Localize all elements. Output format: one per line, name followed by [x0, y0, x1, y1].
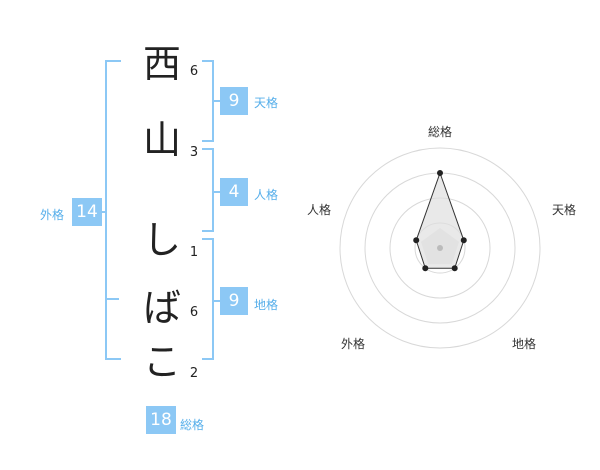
stroke-count-5: 2 — [189, 366, 199, 381]
jinkaku-connector — [214, 191, 220, 193]
radar-value-polygon — [415, 171, 465, 269]
name-char-2: 山 — [142, 118, 181, 162]
radar-point-chikaku — [451, 265, 458, 272]
chikaku-value: 9 — [220, 287, 248, 315]
radar-point-gaikaku — [422, 265, 429, 272]
gaikaku-connector — [100, 211, 107, 213]
jinkaku-bracket — [202, 148, 214, 232]
jinkaku-value: 4 — [220, 178, 248, 206]
name-char-1: 西 — [142, 42, 181, 86]
radar-label-soukaku: 総格 — [428, 125, 453, 139]
radar-points — [413, 170, 467, 272]
name-char-4: ば — [142, 286, 181, 330]
tenkaku-value: 9 — [220, 87, 248, 115]
tenkaku-label: 天格 — [254, 96, 279, 110]
chikaku-label: 地格 — [254, 298, 279, 312]
soukaku-value: 18 — [146, 406, 176, 434]
radar-point-soukaku — [437, 170, 443, 176]
stroke-count-2: 3 — [189, 145, 199, 160]
radar-label-tenkaku: 天格 — [552, 203, 577, 217]
radar-ring-4 — [339, 147, 541, 349]
gaikaku-value: 14 — [72, 198, 102, 226]
gaikaku-label: 外格 — [40, 208, 65, 222]
name-char-3: し — [142, 218, 181, 262]
name-char-5: こ — [142, 340, 181, 384]
stroke-count-3: 1 — [189, 245, 199, 260]
jinkaku-label: 人格 — [254, 188, 279, 202]
tenkaku-connector — [214, 100, 220, 102]
radar-label-gaikaku: 外格 — [341, 337, 366, 351]
radar-center-dot — [437, 245, 443, 251]
radar-point-jinkaku — [413, 237, 420, 244]
soukaku-label: 総格 — [180, 418, 205, 432]
radar-label-chikaku: 地格 — [512, 337, 537, 351]
chikaku-connector — [214, 300, 220, 302]
stroke-count-4: 6 — [189, 305, 199, 320]
gaikaku-bracket-mid — [105, 298, 119, 300]
tenkaku-bracket — [202, 60, 214, 142]
gaikaku-bracket — [105, 60, 121, 360]
chikaku-bracket — [202, 238, 214, 360]
stroke-count-1: 6 — [189, 64, 199, 79]
radar-label-jinkaku: 人格 — [307, 203, 332, 217]
radar-point-tenkaku — [460, 237, 467, 244]
